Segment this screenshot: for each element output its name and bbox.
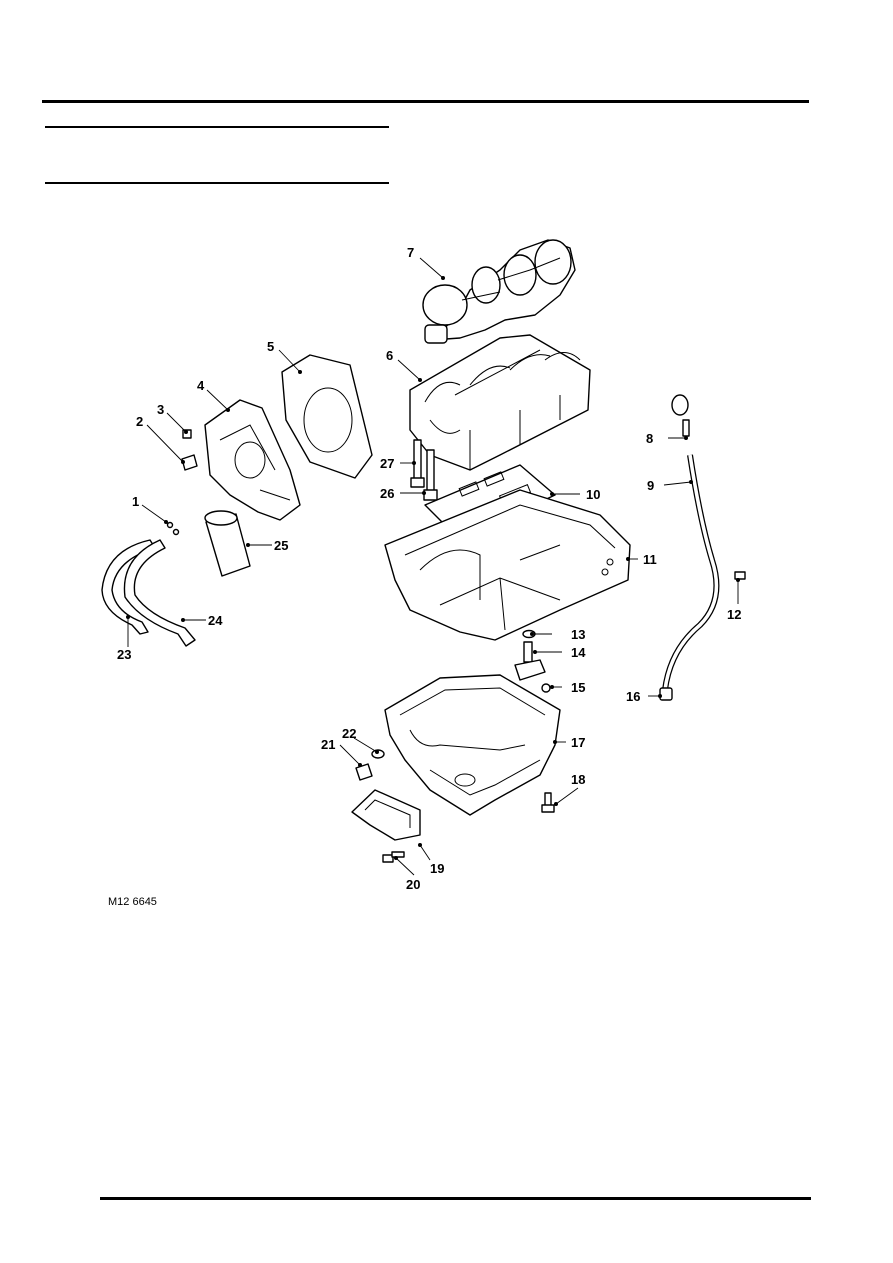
oil-pump-front-cover — [204, 399, 301, 521]
dipstick — [671, 394, 690, 437]
callout-17: 17 — [571, 735, 585, 750]
sump-baffle-plate — [351, 789, 421, 841]
o-rings-1 — [166, 521, 180, 536]
callout-23: 23 — [117, 647, 131, 662]
callout-21: 21 — [321, 737, 335, 752]
callout-6: 6 — [386, 348, 393, 363]
callout-2: 2 — [136, 414, 143, 429]
grommet-16 — [659, 687, 673, 701]
callout-9: 9 — [647, 478, 654, 493]
crankshaft — [422, 239, 576, 344]
callout-labels: 7 6 5 4 3 2 1 8 9 10 11 12 13 14 15 16 1… — [117, 245, 741, 892]
bolt-18 — [541, 792, 555, 813]
callout-27: 27 — [380, 456, 394, 471]
bolt-12 — [734, 571, 746, 580]
callout-7: 7 — [407, 245, 414, 260]
bolt-20 — [382, 851, 405, 863]
oil-cooler-pipe-23 — [101, 539, 156, 635]
callout-11: 11 — [643, 552, 657, 567]
oil-pickup-pipe — [514, 641, 546, 681]
header-rule-top — [42, 100, 809, 103]
figure-reference: M12 6645 — [108, 896, 157, 908]
callout-14: 14 — [571, 645, 586, 660]
callout-19: 19 — [430, 861, 444, 876]
callout-18: 18 — [571, 772, 585, 787]
oil-filter — [204, 510, 251, 577]
callout-15: 15 — [571, 680, 585, 695]
footer-rule — [100, 1197, 811, 1200]
callout-1: 1 — [132, 494, 139, 509]
bolt-3 — [182, 429, 192, 439]
callout-3: 3 — [157, 402, 164, 417]
callout-10: 10 — [586, 487, 600, 502]
header-rule-title-bottom — [45, 182, 389, 184]
callout-26: 26 — [380, 486, 394, 501]
upper-sump-housing — [384, 489, 631, 641]
callout-13: 13 — [571, 627, 585, 642]
sensor-2 — [181, 454, 198, 471]
callout-25: 25 — [274, 538, 288, 553]
callout-22: 22 — [342, 726, 356, 741]
bearing-ladder — [409, 334, 591, 471]
header-rule-title-top — [45, 126, 389, 128]
callout-5: 5 — [267, 339, 274, 354]
drain-plug — [355, 763, 373, 781]
callout-4: 4 — [197, 378, 205, 393]
lower-sump-pan — [384, 674, 561, 816]
pickup-screw — [541, 683, 551, 693]
dipstick-tube — [662, 454, 720, 691]
leader-lines — [126, 257, 740, 876]
bolt-27 — [410, 439, 425, 488]
callout-12: 12 — [727, 607, 741, 622]
callout-24: 24 — [208, 613, 223, 628]
callout-20: 20 — [406, 877, 420, 892]
callout-8: 8 — [646, 431, 653, 446]
oil-cooler-pipe-24 — [123, 539, 196, 647]
callout-16: 16 — [626, 689, 640, 704]
front-cover-gasket — [281, 354, 373, 479]
